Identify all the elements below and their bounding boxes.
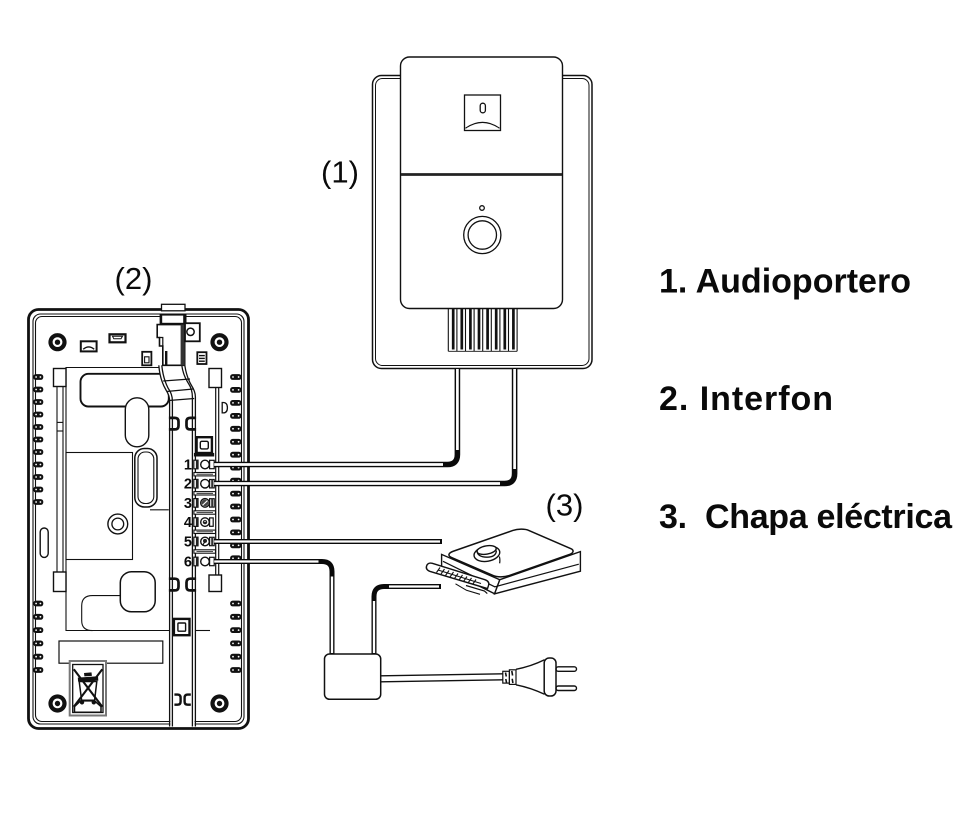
svg-text:4: 4 — [184, 515, 192, 531]
svg-text:6: 6 — [184, 554, 192, 570]
svg-text:(3): (3) — [546, 488, 584, 523]
svg-text:(1): (1) — [321, 155, 359, 190]
svg-text:2. Interfon: 2. Interfon — [659, 380, 833, 418]
svg-text:1: 1 — [184, 457, 192, 473]
svg-text:(2): (2) — [115, 261, 153, 296]
svg-text:3: 3 — [184, 496, 192, 512]
svg-text:2: 2 — [184, 477, 192, 493]
svg-text:5: 5 — [184, 534, 192, 550]
svg-text:3. Chapa eléctrica: 3. Chapa eléctrica — [659, 498, 953, 536]
svg-text:1. Audioportero: 1. Audioportero — [659, 263, 911, 301]
